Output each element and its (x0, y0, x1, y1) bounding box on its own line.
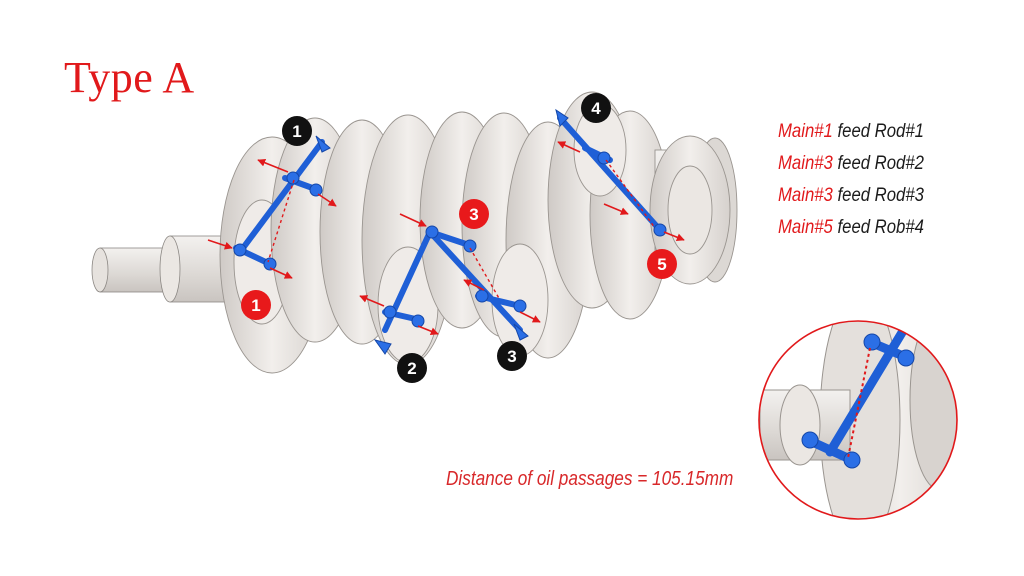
page-title: Type A (64, 53, 195, 102)
legend-row-4: Main#5 feed Rob#4 (778, 217, 924, 238)
svg-text:1: 1 (292, 122, 301, 141)
zoom-inset (758, 320, 958, 520)
rod-journal-badges: 1 2 3 4 (282, 93, 611, 383)
oil-passage-distance-caption: Distance of oil passages = 105.15mm (446, 468, 734, 490)
main-badge-1: 1 (241, 290, 271, 320)
main-badge-5: 5 (647, 249, 677, 279)
legend-row-1: Main#1 feed Rod#1 (778, 121, 924, 142)
rod-badge-3: 3 (497, 341, 527, 371)
crank-webs (219, 91, 671, 374)
passage-main1-rod1 (237, 139, 325, 255)
svg-text:3: 3 (507, 347, 516, 366)
legend-row-2: Main#3 feed Rod#2 (778, 153, 924, 174)
legend-row-3: Main#3 feed Rod#3 (778, 185, 924, 206)
rod-badge-4: 4 (581, 93, 611, 123)
passage-main5-rod4 (557, 115, 663, 233)
svg-text:5: 5 (657, 255, 666, 274)
internal-drill-lines (267, 159, 656, 301)
svg-text:3: 3 (469, 205, 478, 224)
feed-legend: Main#1 feed Rod#1 Main#3 feed Rod#2 Main… (778, 116, 944, 244)
main-badge-3: 3 (459, 199, 489, 229)
passage-main3-rod3 (427, 229, 523, 333)
svg-text:2: 2 (407, 359, 416, 378)
rod-badge-2: 2 (397, 353, 427, 383)
main-journal-badges: 1 3 5 (241, 199, 677, 320)
flow-arrows (207, 141, 685, 336)
crank-flange (649, 135, 738, 285)
rod-badge-1: 1 (282, 116, 312, 146)
svg-text:1: 1 (251, 296, 260, 315)
svg-text:4: 4 (591, 99, 601, 118)
crank-nose (91, 235, 231, 303)
